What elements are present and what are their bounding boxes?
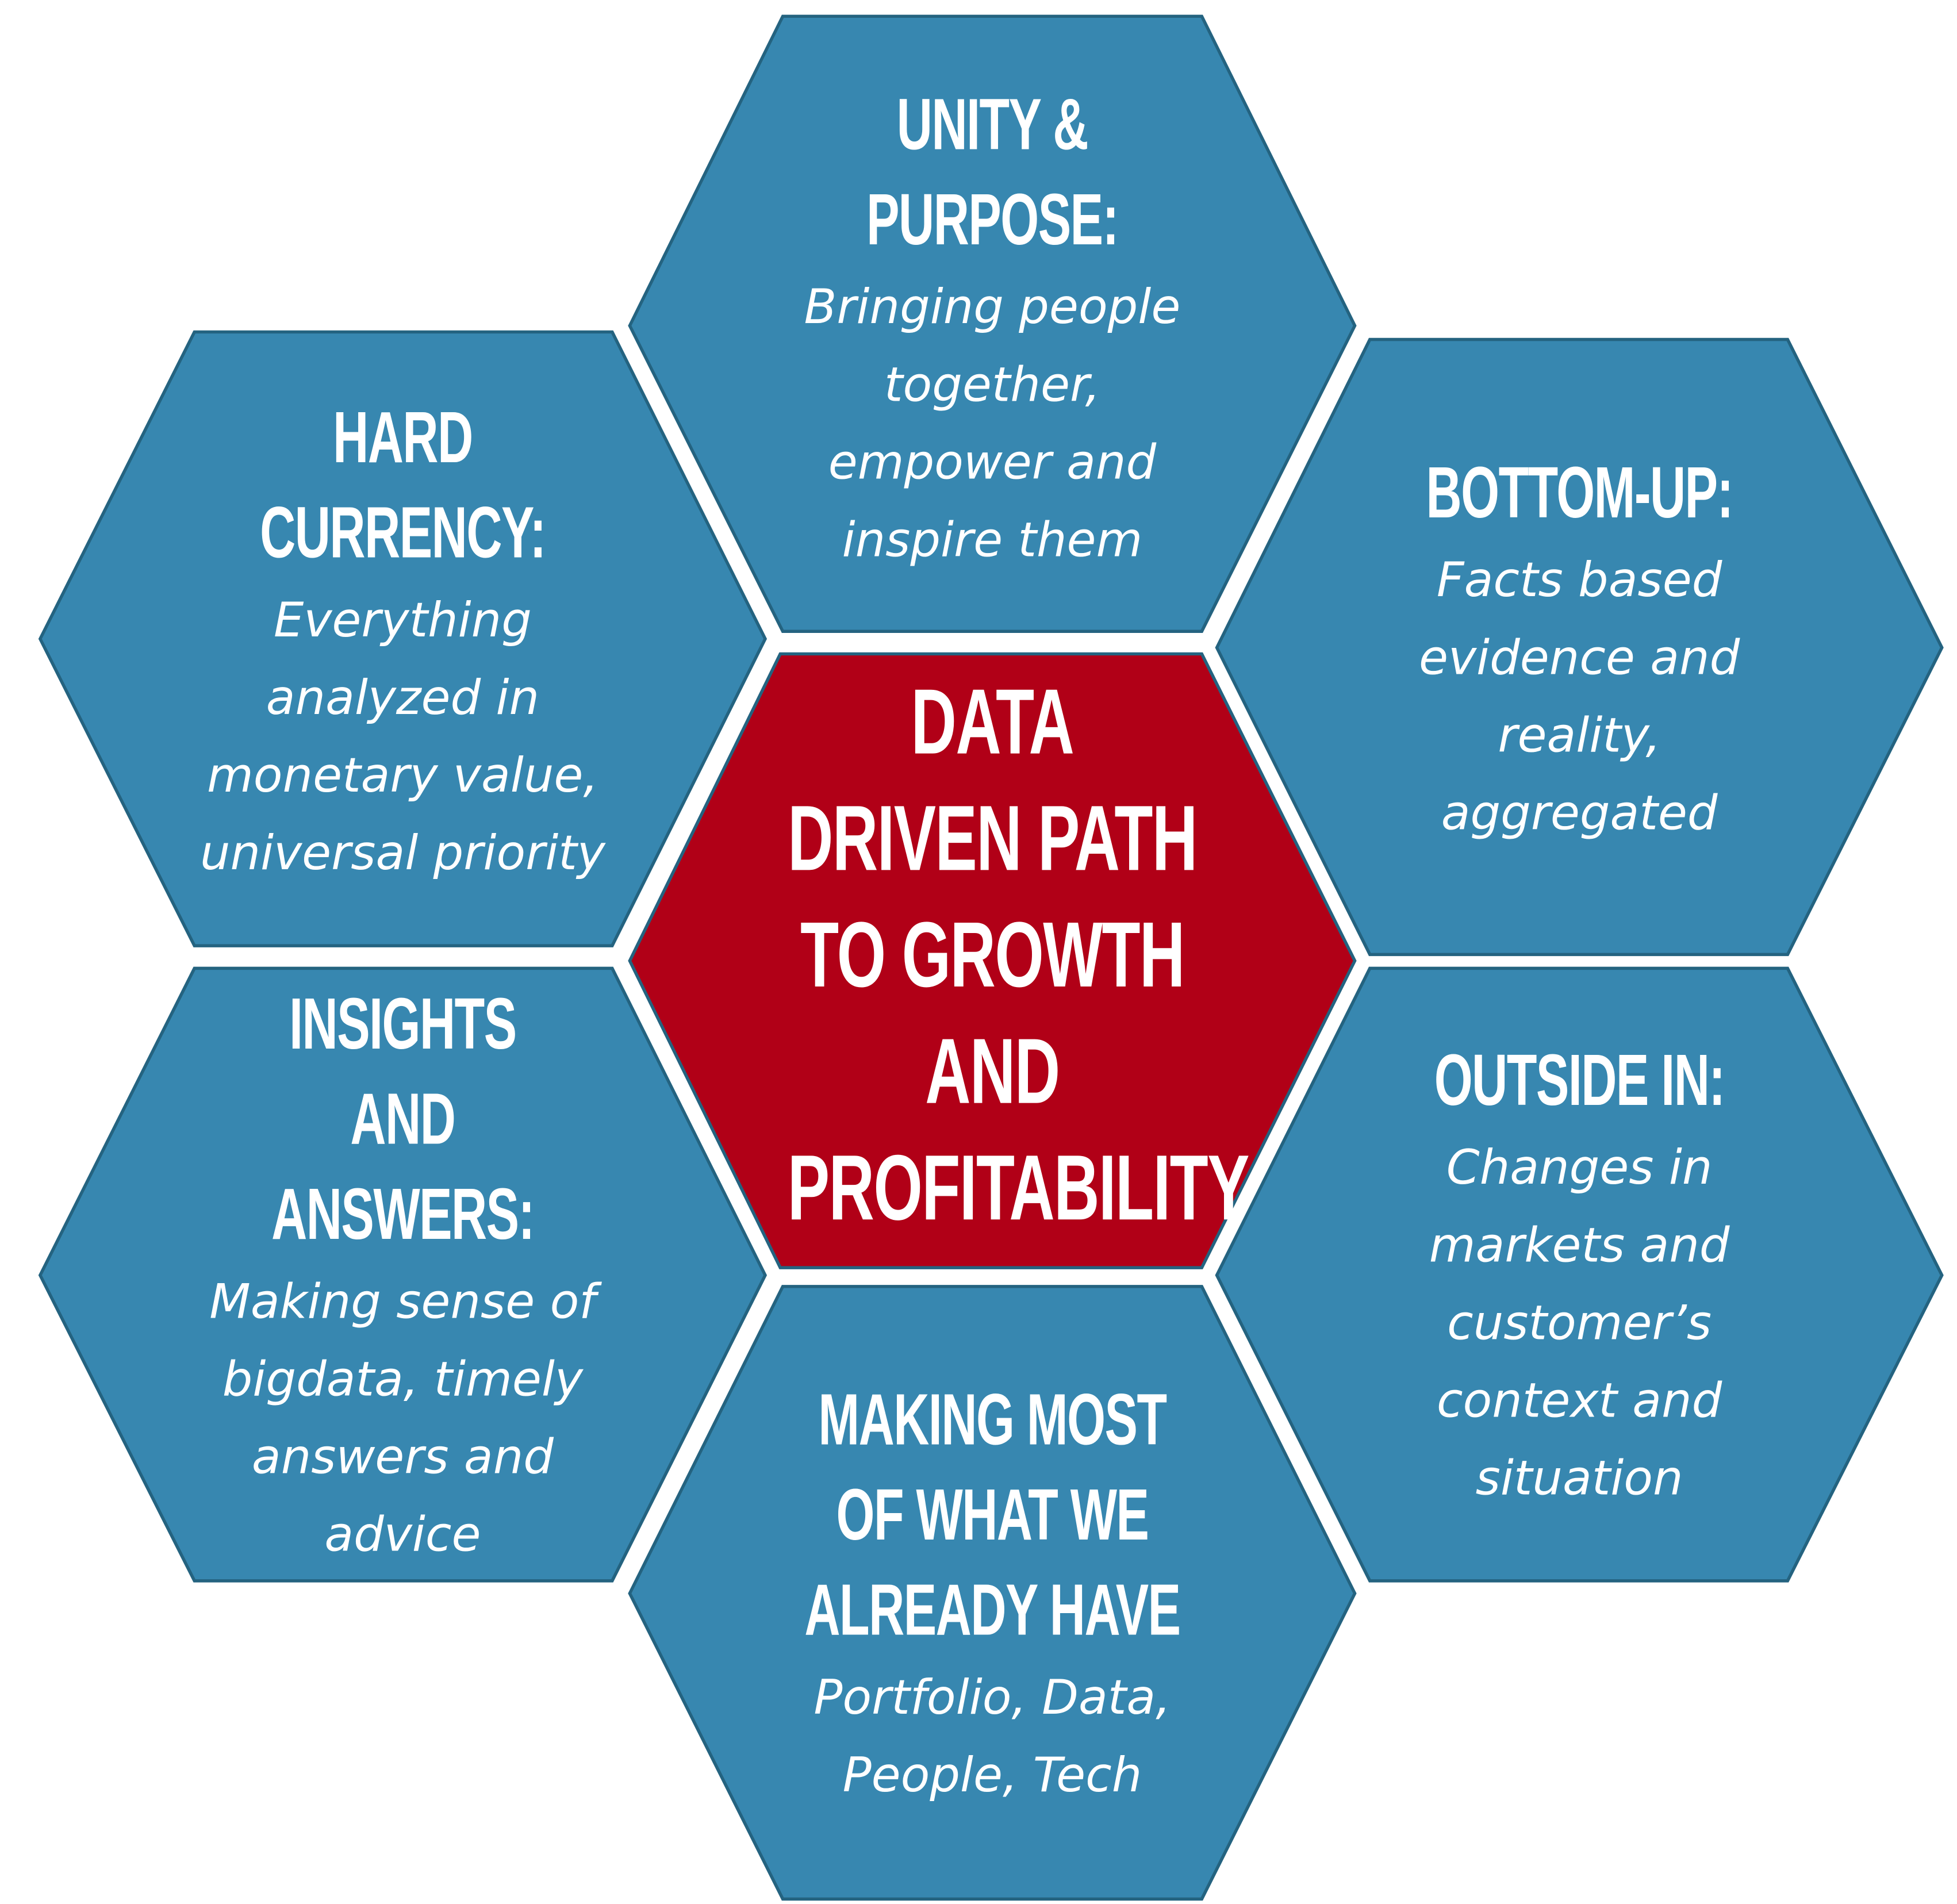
cell-lower-right: OUTSIDE IN: Changes in markets and custo… <box>1353 1034 1805 1517</box>
cell-body: Changes in markets and customer’s contex… <box>1429 1139 1730 1506</box>
cell-upper-right: BOTTOM-UP: Facts based evidence and real… <box>1353 446 1805 852</box>
cell-title: MAKING MOST OF WHAT WE ALREADY HAVE <box>804 1379 1181 1651</box>
cell-title: OUTSIDE IN: <box>1434 1039 1725 1122</box>
cell-body: Everything analyzed in monetary value, u… <box>199 592 605 881</box>
cell-body: Bringing people together, empower and in… <box>804 279 1181 568</box>
cell-title: UNITY & PURPOSE: <box>866 83 1119 261</box>
cell-body: Making sense of bigdata, timely answers … <box>209 1274 596 1563</box>
center-cell: DATA DRIVEN PATH TO GROWTH AND PROFITABI… <box>766 663 1250 1246</box>
hex-bottom <box>628 1285 1357 1901</box>
hex-lower-left <box>38 966 768 1583</box>
cell-body: Portfolio, Data, People, Tech <box>814 1669 1171 1803</box>
hex-lower-right <box>1215 966 1944 1583</box>
hex-center <box>628 652 1357 1269</box>
hex-top <box>628 14 1357 633</box>
hex-upper-right <box>1215 337 1944 957</box>
cell-title: HARD CURRENCY: <box>260 397 546 574</box>
center-title: DATA DRIVEN PATH TO GROWTH AND PROFITABI… <box>787 669 1250 1240</box>
cell-lower-left: INSIGHTS AND ANSWERS: Making sense of bi… <box>177 977 629 1573</box>
cell-body: Facts based evidence and reality, aggreg… <box>1418 552 1740 841</box>
cell-title: INSIGHTS AND ANSWERS: <box>271 983 535 1256</box>
cell-title: BOTTOM-UP: <box>1426 452 1733 534</box>
cell-bottom: MAKING MOST OF WHAT WE ALREADY HAVE Port… <box>766 1373 1218 1814</box>
cell-top: UNITY & PURPOSE: Bringing people togethe… <box>766 78 1218 579</box>
hex-upper-left <box>38 330 768 947</box>
cell-upper-left: HARD CURRENCY: Everything analyzed in mo… <box>177 391 629 892</box>
